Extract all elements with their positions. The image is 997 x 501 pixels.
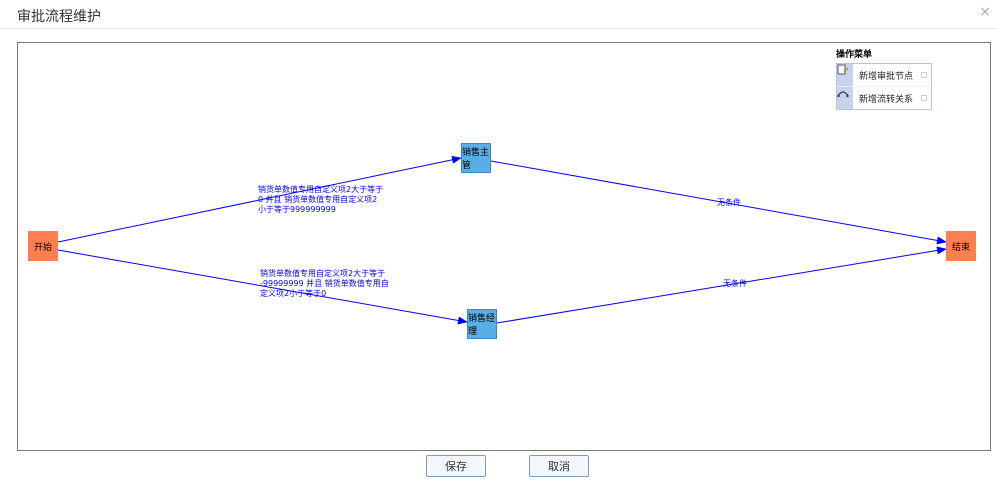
- menu-item-marker: [921, 95, 927, 101]
- node-sales-manager-label: 销售经理: [468, 314, 496, 337]
- edge-label-start-to-supervisor: 销货单数值专用自定义项2大于等于 0 并且 销货单数值专用自定义项2 小于等于9…: [258, 185, 383, 215]
- menu-item-add-flow-relation-label: 新增流转关系: [859, 94, 914, 105]
- condition-line: 定义项2小于等于0: [260, 289, 327, 298]
- node-sales-supervisor[interactable]: 销售主管: [461, 143, 491, 173]
- menu-item-add-flow-relation[interactable]: 新增流转关系: [837, 87, 931, 109]
- menu-item-add-approval-node-label: 新增审批节点: [859, 71, 914, 82]
- condition-line: 销货单数值专用自定义项2大于等于: [258, 185, 384, 194]
- menu-item-add-approval-node[interactable]: 新增审批节点: [837, 64, 931, 87]
- node-start-label: 开始: [33, 242, 52, 253]
- close-icon[interactable]: ×: [979, 4, 991, 20]
- edge-label-supervisor-to-end: 无条件: [717, 198, 741, 207]
- edge-start-to-manager[interactable]: [57, 249, 468, 325]
- operation-menu-title: 操作菜单: [836, 50, 873, 60]
- flow-edges: [57, 155, 947, 325]
- flow-canvas[interactable]: 开始 结束 销售主管 销售经理 销货单数值专用自定义项2大于等于 0 并且 销货…: [17, 42, 991, 451]
- node-end-label: 结束: [951, 242, 970, 253]
- node-end[interactable]: 结束: [946, 231, 976, 261]
- edge-supervisor-to-end[interactable]: [490, 160, 947, 245]
- condition-line: 销货单数值专用自定义项2大于等于: [260, 269, 386, 278]
- edge-label-start-to-manager: 销货单数值专用自定义项2大于等于 -99999999 并且 销货单数值专用自 定…: [260, 269, 389, 299]
- operation-menu-box: 新增审批节点 新增流转关系: [836, 63, 932, 110]
- node-sales-manager[interactable]: 销售经理: [467, 309, 497, 339]
- condition-line: 0 并且 销货单数值专用自定义项2: [258, 195, 378, 204]
- add-relation-icon: [837, 87, 853, 109]
- add-node-icon: [837, 64, 853, 86]
- dialog-title: 审批流程维护: [17, 9, 101, 25]
- edge-manager-to-end[interactable]: [496, 246, 947, 324]
- node-start[interactable]: 开始: [28, 231, 58, 261]
- cancel-button[interactable]: 取消: [529, 455, 589, 477]
- node-sales-supervisor-label: 销售主管: [462, 148, 490, 171]
- edge-start-to-supervisor[interactable]: [57, 155, 462, 243]
- save-button[interactable]: 保存: [426, 455, 486, 477]
- menu-item-marker: [921, 72, 927, 78]
- operation-menu: 操作菜单 新增审批节点 新增流转关系: [836, 47, 932, 110]
- dialog-titlebar: 审批流程维护 ×: [0, 0, 997, 29]
- edge-label-manager-to-end: 无条件: [723, 279, 747, 288]
- condition-line: 小于等于999999999: [258, 205, 336, 214]
- condition-line: -99999999 并且 销货单数值专用自: [260, 279, 389, 288]
